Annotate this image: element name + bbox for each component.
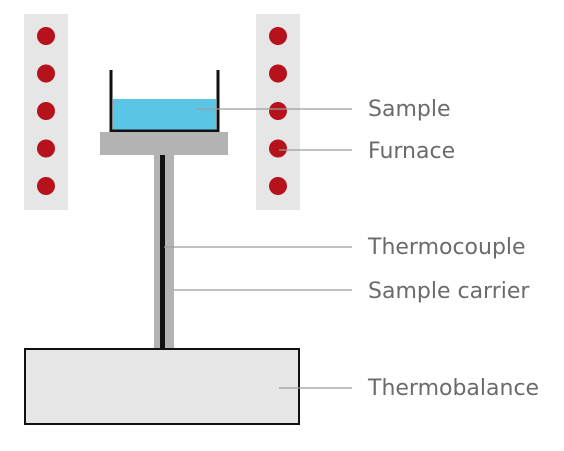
sample-carrier-plate: [100, 132, 228, 155]
furnace-right-heating-elements: [269, 27, 287, 195]
heating-element-right-2: [269, 64, 287, 83]
heating-element-right-1: [269, 27, 287, 45]
sample-carrier-label: Sample carrier: [368, 279, 530, 304]
sample-label: Sample: [368, 97, 451, 122]
heating-element-left-2: [37, 64, 55, 83]
heating-element-right-5: [269, 177, 287, 195]
heating-element-left-1: [37, 27, 55, 45]
heating-element-right-4: [269, 139, 287, 158]
thermobalance-label: Thermobalance: [367, 376, 539, 401]
heating-element-left-3: [37, 102, 55, 120]
thermobalance-box: [24, 348, 300, 425]
heating-element-left-4: [37, 139, 55, 158]
sample-liquid: [113, 99, 216, 130]
crucible: [109, 70, 220, 133]
heating-element-right-3: [269, 102, 287, 120]
heating-element-left-5: [37, 177, 55, 195]
thermocouple-rod: [160, 155, 165, 350]
furnace-left-heating-elements: [37, 27, 55, 195]
furnace-label: Furnace: [368, 139, 455, 164]
thermocouple-label: Thermocouple: [367, 235, 526, 260]
